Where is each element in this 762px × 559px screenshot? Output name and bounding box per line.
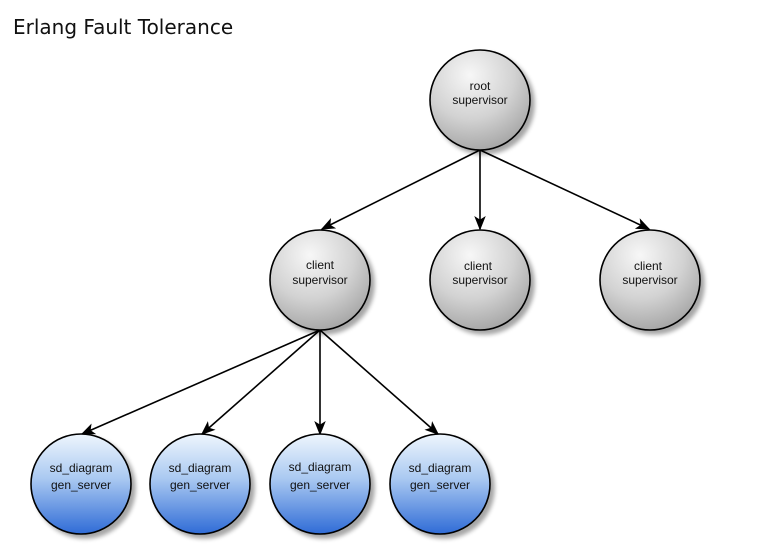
node-client2-line2: supervisor	[452, 273, 507, 287]
node-worker2-line1: sd_diagram	[169, 461, 232, 475]
node-root-line1: root	[470, 79, 491, 93]
edge-client1-worker2	[200, 329, 321, 435]
node-client-supervisor-2[interactable]: client supervisor	[429, 229, 531, 331]
node-worker-2[interactable]: sd_diagram gen_server	[149, 433, 251, 535]
node-worker-1[interactable]: sd_diagram gen_server	[30, 433, 132, 535]
edges	[80, 149, 651, 436]
node-client3-line2: supervisor	[622, 273, 677, 287]
node-worker1-line2: gen_server	[51, 478, 111, 492]
node-worker-3[interactable]: sd_diagram gen_server	[269, 433, 371, 535]
node-worker1-line1: sd_diagram	[50, 461, 113, 475]
edge-root-client1	[320, 149, 481, 230]
node-worker3-line2: gen_server	[290, 478, 350, 492]
node-worker2-line2: gen_server	[170, 478, 230, 492]
node-root-supervisor[interactable]: root supervisor	[429, 49, 531, 151]
node-root-line2: supervisor	[452, 93, 507, 107]
node-client2-line1: client	[464, 259, 493, 273]
node-worker-4[interactable]: sd_diagram gen_server	[389, 433, 491, 535]
node-client3-line1: client	[634, 259, 663, 273]
node-worker4-line1: sd_diagram	[409, 461, 472, 475]
diagram-title: Erlang Fault Tolerance	[13, 15, 234, 39]
node-client-supervisor-1[interactable]: client supervisor	[269, 229, 371, 331]
node-client1-line2: supervisor	[292, 273, 347, 287]
edge-client1-worker4	[319, 329, 440, 435]
edge-root-client3	[479, 149, 651, 230]
node-worker4-line2: gen_server	[410, 478, 470, 492]
edge-client1-worker1	[80, 329, 321, 435]
node-client-supervisor-3[interactable]: client supervisor	[599, 229, 701, 331]
node-client1-line1: client	[306, 258, 335, 272]
node-worker3-line1: sd_diagram	[289, 460, 352, 474]
